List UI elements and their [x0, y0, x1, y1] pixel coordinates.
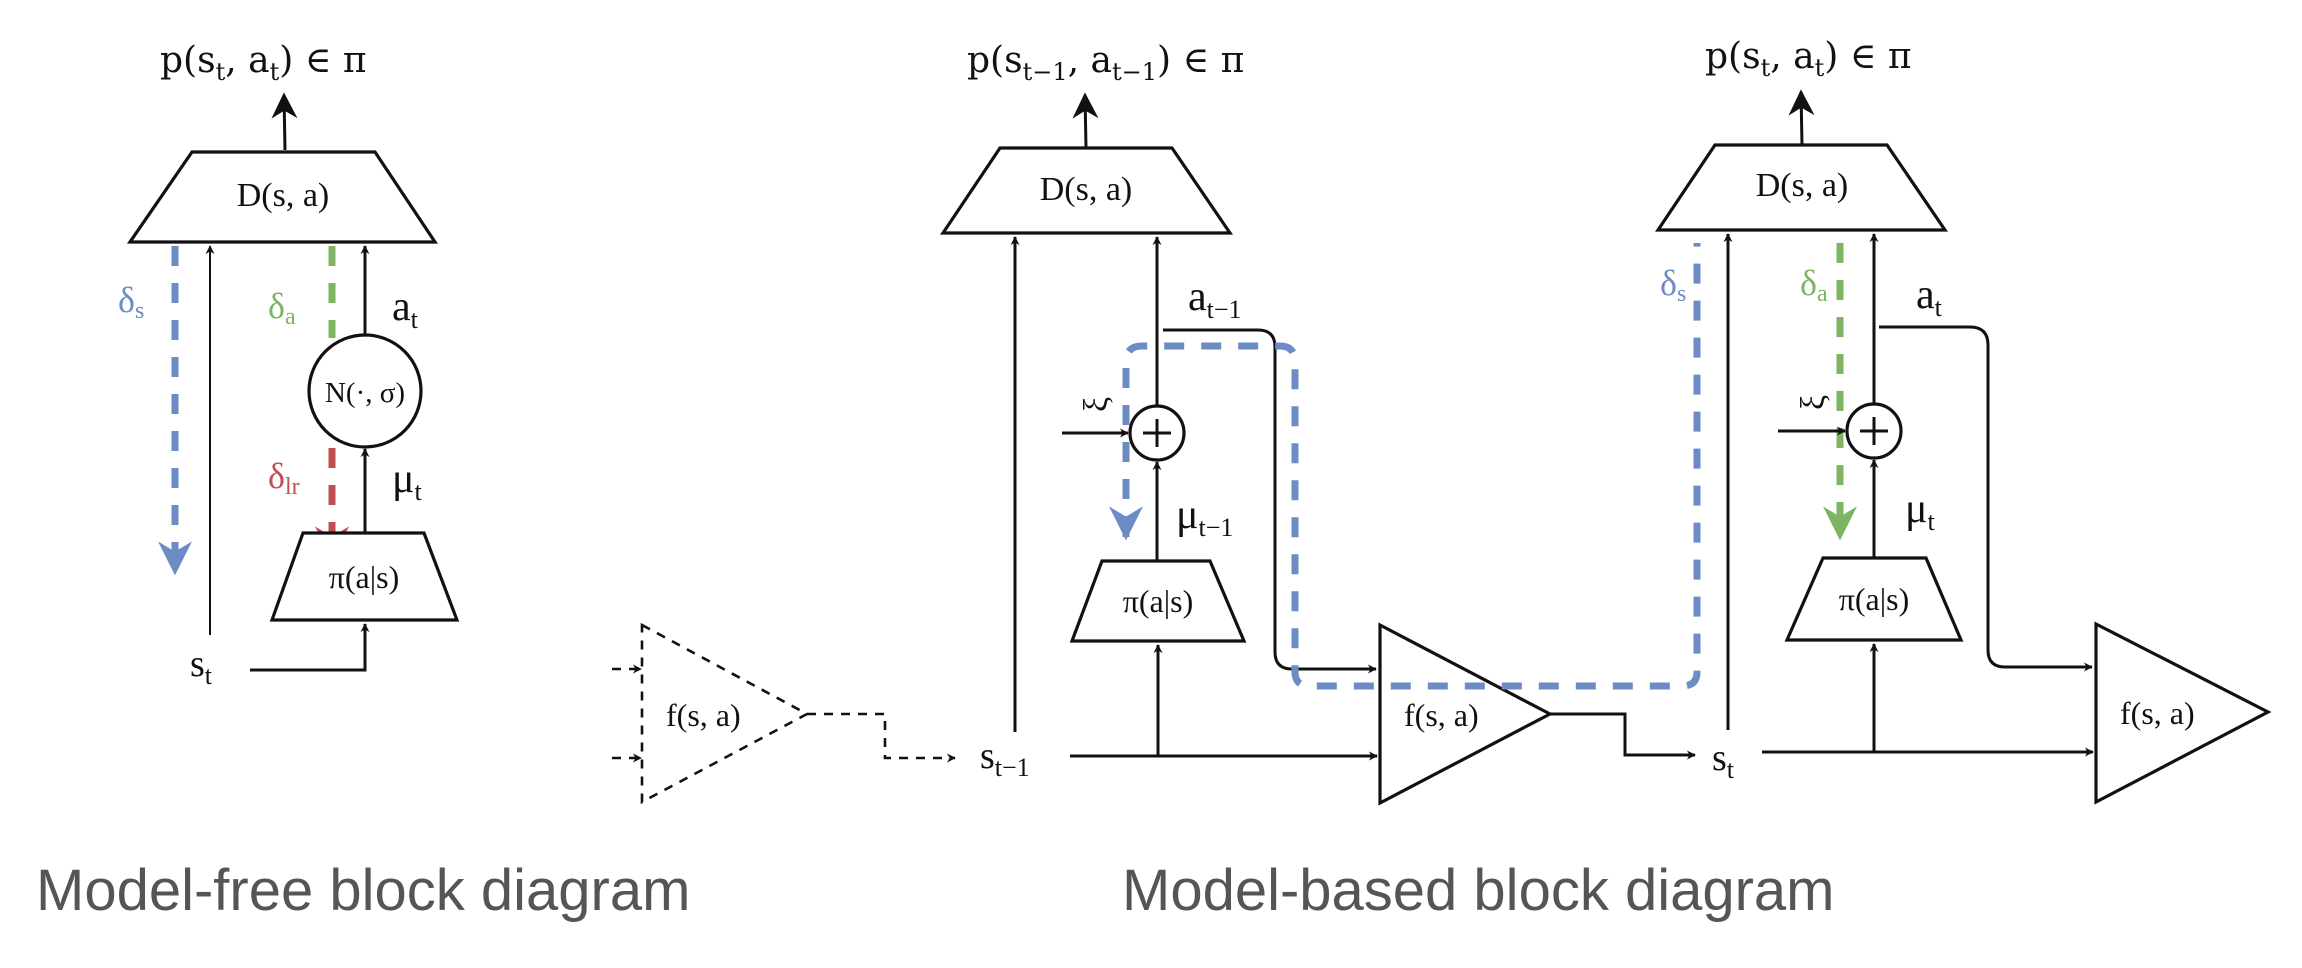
- mb-prev-mean-label: μt−1: [1176, 492, 1233, 542]
- mb-prev-output-arrow-up: [1072, 92, 1099, 149]
- mb-prev-output-arrow: [807, 712, 956, 763]
- mb-prev-model-label: f(s, a): [666, 697, 741, 733]
- mb-prev-model-block[interactable]: [640, 622, 810, 805]
- mb-prev-output-label: p(st−1, at−1) ∈ π: [967, 40, 1244, 86]
- mf-state-to-policy-arrow: [250, 623, 370, 672]
- mb-curr-mean-label: μt: [1905, 486, 1936, 536]
- mb-curr-output-arrow-up: [1788, 89, 1815, 146]
- mb-delta-a-label: δa: [1800, 263, 1828, 307]
- mb-curr-discriminator-label: D(s, a): [1756, 167, 1849, 204]
- mf-discriminator-block[interactable]: [126, 150, 438, 244]
- mf-output-arrow: [271, 92, 298, 151]
- mb-prev-action-label: at−1: [1188, 274, 1242, 324]
- mb-prev-policy-label: π(a|s): [1123, 583, 1194, 619]
- mb-prev-model-label: f(s, a): [1404, 697, 1479, 733]
- mf-action-label: at: [392, 284, 419, 334]
- mb-curr-discriminator-block[interactable]: [1655, 143, 1949, 232]
- mb-delta-s-gradient-path: [1122, 243, 1701, 690]
- caption-model-based: Model-based block diagram: [1122, 858, 1834, 923]
- mb-delta-s-label: δs: [1660, 263, 1686, 307]
- mb-prev-noise-label: ξ: [1078, 397, 1115, 412]
- mf-policy-label: π(a|s): [329, 559, 400, 595]
- mb-curr-policy-label: π(a|s): [1839, 581, 1910, 617]
- mb-model-to-next-state-arrow: [1550, 712, 1696, 760]
- mf-policy-block[interactable]: [269, 531, 460, 622]
- mb-curr-output-label: p(st, at) ∈ π: [1705, 36, 1912, 82]
- model-free-diagram: p(st, at) ∈ π D(s, a) δs δa at N(·, σ) δ…: [118, 40, 460, 690]
- mb-step-curr: p(st, at) ∈ π D(s, a) δs δa at ξ μt π(a|…: [1655, 36, 2272, 805]
- mb-curr-action-to-model-arrow: [1879, 325, 2093, 672]
- mb-prev-model-block[interactable]: [1378, 622, 1554, 806]
- mb-prev-state-label: st−1: [980, 735, 1030, 782]
- mf-noise-node[interactable]: [307, 333, 423, 449]
- mb-prev-policy-block[interactable]: [1069, 559, 1247, 643]
- mf-noise-label: N(·, σ): [325, 377, 405, 409]
- mf-delta-a-label: δa: [268, 286, 296, 330]
- mf-discriminator-label: D(s, a): [237, 177, 330, 214]
- mb-previous-model: f(s, a): [612, 622, 956, 805]
- mf-delta-s-label: δs: [118, 280, 144, 324]
- mb-curr-policy-block[interactable]: [1784, 556, 1964, 642]
- mf-state-label: st: [190, 643, 213, 690]
- mb-prev-action-to-model-arrow: [1163, 328, 1377, 674]
- mb-curr-noise-label: ξ: [1795, 395, 1832, 410]
- mb-curr-action-label: at: [1916, 272, 1943, 322]
- mf-output-label: p(st, at) ∈ π: [160, 40, 367, 86]
- mb-curr-model-block[interactable]: [2094, 621, 2272, 805]
- mb-step-prev: p(st−1, at−1) ∈ π D(s, a) at−1 ξ μt−1 π(…: [940, 40, 1701, 806]
- mb-prev-discriminator-label: D(s, a): [1040, 171, 1133, 208]
- mb-curr-model-label: f(s, a): [2120, 695, 2195, 731]
- mb-prev-discriminator-block[interactable]: [940, 146, 1234, 235]
- mb-curr-state-label: st: [1712, 737, 1735, 784]
- caption-model-free: Model-free block diagram: [36, 858, 690, 923]
- mf-delta-lr-label: δlr: [268, 456, 300, 500]
- mf-mean-label: μt: [392, 456, 423, 506]
